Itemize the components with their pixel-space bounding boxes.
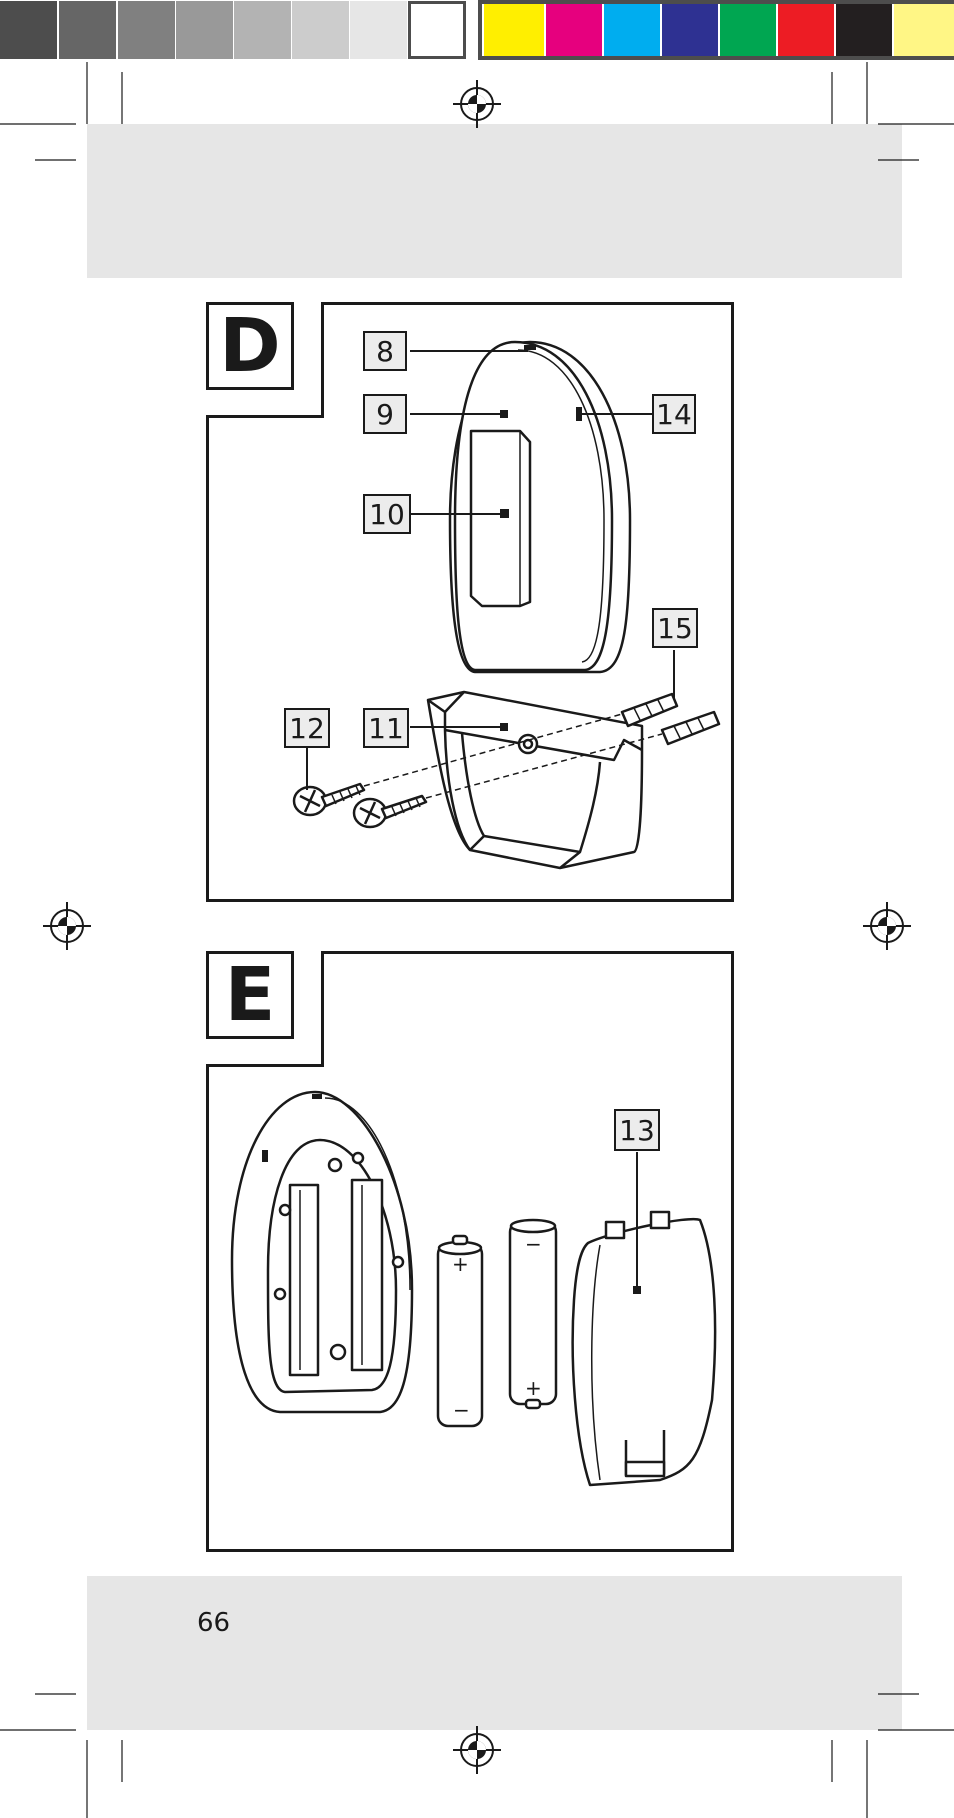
battery-channel-left: [290, 1185, 318, 1375]
battery-cover: [573, 1212, 715, 1485]
battery-channel-right: [352, 1180, 382, 1370]
battery-2-minus: −: [525, 1232, 542, 1256]
battery-1-minus: −: [453, 1398, 470, 1422]
battery-1-plus: +: [452, 1252, 469, 1276]
battery-2-plus: +: [525, 1376, 542, 1400]
callout-13: 13: [614, 1109, 660, 1151]
page-number: 66: [197, 1608, 230, 1638]
